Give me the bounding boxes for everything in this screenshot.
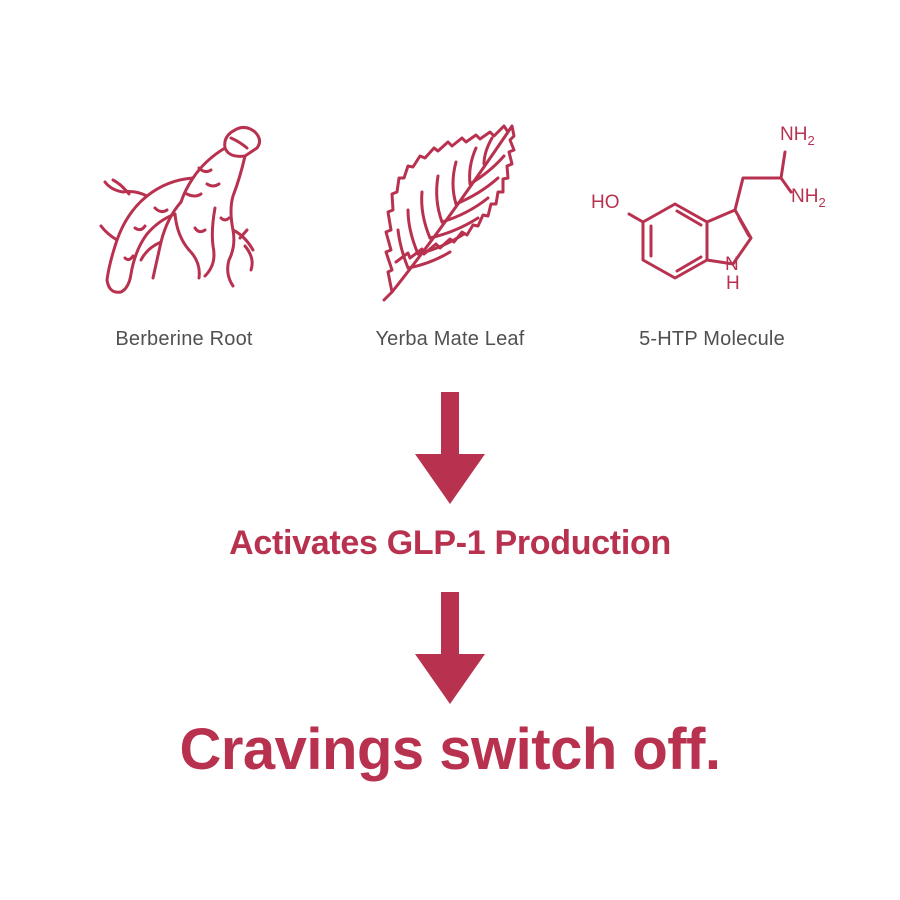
ingredient-label-yerba-mate: Yerba Mate Leaf [375, 328, 525, 350]
root-icon [95, 118, 275, 303]
down-arrow-icon [415, 592, 485, 704]
molecule-amine-2-label: NH2 [791, 186, 826, 210]
ingredient-label-berberine: Berberine Root [115, 328, 253, 350]
molecule-hydroxyl-label: HO [591, 192, 620, 213]
molecule-ring-h-label: H [726, 273, 740, 294]
leaf-icon [380, 122, 520, 302]
molecule-ring-n-label: N [725, 254, 739, 275]
ingredient-label-5-htp: 5-HTP Molecule [639, 328, 785, 350]
result-headline: Cravings switch off. [179, 717, 721, 782]
molecule-amine-1-label: NH2 [780, 124, 815, 148]
molecule-icon: HO NH2 NH2 N H [585, 118, 845, 298]
down-arrow-icon [415, 392, 485, 504]
mechanism-text: Activates GLP-1 Production [229, 524, 671, 562]
